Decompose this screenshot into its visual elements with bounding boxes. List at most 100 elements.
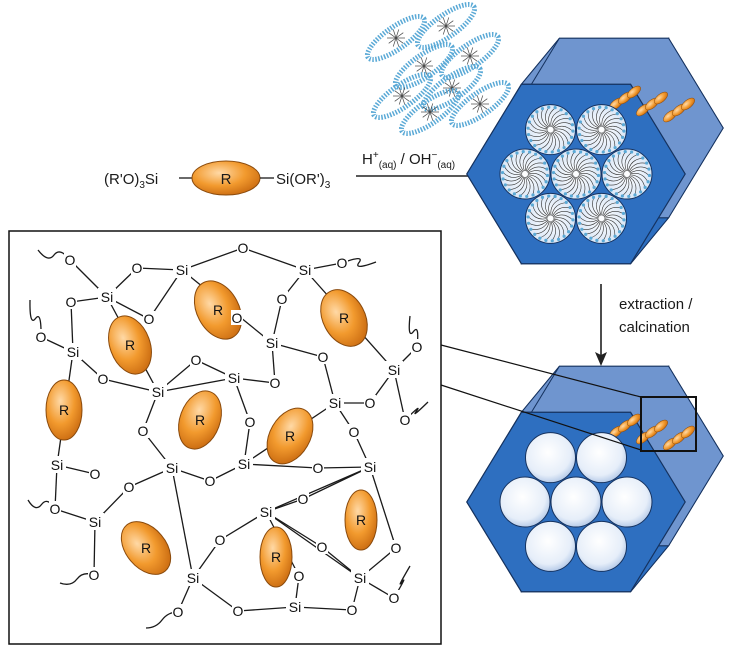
- organic-group-mark: [681, 97, 695, 111]
- r-label: R: [339, 310, 349, 326]
- o-atom-label: O: [365, 395, 376, 411]
- o-atom-label: O: [90, 466, 101, 482]
- alkoxy-tail: [29, 299, 42, 338]
- organic-bridge-label: R: [221, 171, 232, 188]
- precursor-molecule: (R'O)3Si R Si(OR')3: [104, 160, 331, 196]
- empty-pore: [525, 432, 576, 484]
- o-atom-label: O: [313, 460, 324, 476]
- organic-bridge: R: [120, 521, 172, 575]
- si-atom-label: Si: [228, 370, 240, 386]
- extraction-label-line2: calcination: [619, 319, 690, 336]
- zoom-selection-square: [640, 396, 697, 452]
- o-atom-label: O: [98, 371, 109, 387]
- o-atom-label: O: [245, 414, 256, 430]
- o-atom-label: O: [349, 424, 360, 440]
- o-atom-label: O: [173, 604, 184, 620]
- surfactant-filled-pore: [576, 192, 627, 244]
- r-label: R: [141, 540, 151, 556]
- si-atom-label: Si: [67, 344, 79, 360]
- o-atom-label: O: [205, 473, 216, 489]
- o-atom-label: O: [298, 491, 309, 507]
- organic-bridge: R: [193, 280, 243, 340]
- r-label: R: [213, 302, 223, 318]
- extraction-arrow: extraction / calcination: [595, 284, 693, 366]
- micelle-rod: [370, 72, 434, 120]
- alkoxy-tail: [341, 257, 377, 268]
- extraction-label-line1: extraction /: [619, 296, 693, 313]
- si-atom-label: Si: [89, 514, 101, 530]
- si-atom-label: Si: [289, 599, 301, 615]
- organic-bridge: R: [344, 489, 378, 551]
- surfactant-filled-pore: [525, 104, 576, 156]
- organic-bridge: R: [266, 407, 314, 465]
- alkoxy-tail: [404, 401, 429, 421]
- si-atom-label: Si: [166, 460, 178, 476]
- r-label: R: [59, 402, 69, 418]
- o-atom-label: O: [191, 352, 202, 368]
- organic-bridge: R: [259, 526, 293, 588]
- o-atom-label: O: [391, 540, 402, 556]
- organic-bridge: R: [320, 289, 368, 347]
- si-atom-label: Si: [388, 362, 400, 378]
- empty-pore: [525, 520, 576, 572]
- si-atom-label: Si: [101, 289, 113, 305]
- surfactant-filled-pore: [576, 104, 627, 156]
- micelle-rod: [364, 14, 428, 62]
- si-atom-label: Si: [187, 570, 199, 586]
- empty-pore: [601, 476, 653, 528]
- o-atom-label: O: [389, 590, 400, 606]
- o-atom-label: O: [337, 255, 348, 271]
- organic-bridge: R: [178, 390, 222, 450]
- o-atom-label: O: [138, 423, 149, 439]
- reaction-arrow: H+(aq) / OH−(aq): [356, 150, 484, 182]
- organic-group-mark: [654, 91, 668, 105]
- o-atom-label: O: [318, 349, 329, 365]
- micelle-rod: [398, 88, 462, 136]
- o-atom-label: O: [294, 568, 305, 584]
- alkoxy-tail: [408, 315, 419, 348]
- precursor-right-group: Si(OR')3: [276, 171, 331, 191]
- o-atom-label: O: [144, 311, 155, 327]
- organic-group-mark: [627, 85, 641, 99]
- r-label: R: [356, 512, 366, 528]
- micelle-rod: [414, 2, 478, 50]
- o-atom-label: O: [317, 539, 328, 555]
- o-atom-label: O: [232, 310, 243, 326]
- o-atom-label: O: [65, 252, 76, 268]
- organic-group-mark: [681, 425, 695, 439]
- si-atom-label: Si: [364, 459, 376, 475]
- arrow-down-icon: [595, 352, 607, 366]
- si-atom-label: Si: [329, 395, 341, 411]
- micelle-rod: [438, 32, 502, 80]
- si-atom-label: Si: [51, 457, 63, 473]
- r-label: R: [195, 412, 205, 428]
- o-atom-label: O: [233, 603, 244, 619]
- surfactant-filled-pore: [499, 148, 551, 200]
- micelle-rod: [448, 80, 512, 128]
- empty-pore: [499, 476, 551, 528]
- o-atom-label: O: [66, 294, 77, 310]
- surfactant-filled-mesophase: [466, 37, 724, 265]
- si-atom-label: Si: [266, 335, 278, 351]
- o-atom-label: O: [277, 291, 288, 307]
- o-atom-label: O: [124, 479, 135, 495]
- si-atom-label: Si: [299, 262, 311, 278]
- r-label: R: [271, 549, 281, 565]
- empty-pore: [576, 432, 627, 484]
- o-atom-label: O: [347, 602, 358, 618]
- surfactant-filled-pore: [550, 148, 602, 200]
- o-atom-label: O: [412, 339, 423, 355]
- o-atom-label: O: [36, 329, 47, 345]
- si-atom-label: Si: [152, 384, 164, 400]
- zoom-callout-lines: [440, 344, 642, 451]
- o-atom-label: O: [89, 567, 100, 583]
- o-atom-label: O: [238, 240, 249, 256]
- o-atom-label: O: [132, 260, 143, 276]
- reaction-conditions-label: H+(aq) / OH−(aq): [362, 150, 455, 171]
- organic-bridge: R: [108, 315, 152, 375]
- micelle-rod-bundle: [364, 2, 512, 136]
- o-atom-label: O: [400, 412, 411, 428]
- surfactant-filled-pore: [601, 148, 653, 200]
